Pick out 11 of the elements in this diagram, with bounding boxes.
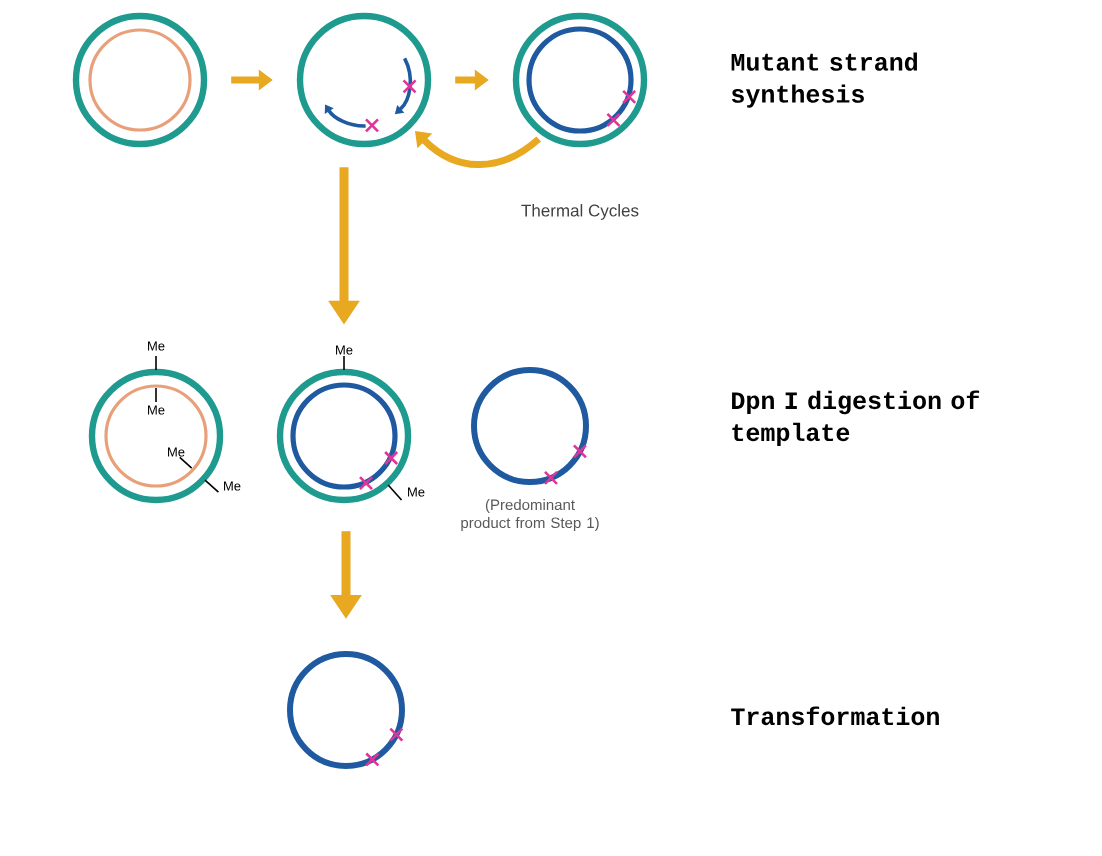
plasmid-drawing bbox=[296, 12, 432, 148]
edge-label: Thermal Cycles bbox=[521, 204, 639, 220]
plasmid-drawing bbox=[512, 12, 648, 148]
step-label: Mutant strand synthesis bbox=[731, 52, 918, 108]
plasmid-drawing bbox=[72, 12, 208, 148]
plasmid-drawing bbox=[276, 355, 412, 504]
arrow bbox=[415, 131, 541, 168]
step-label: Dpn I digestion of template bbox=[732, 390, 980, 447]
step-label: Transformation bbox=[731, 706, 939, 726]
plasmid-drawing bbox=[287, 651, 405, 769]
plasmid-drawing bbox=[88, 355, 224, 504]
